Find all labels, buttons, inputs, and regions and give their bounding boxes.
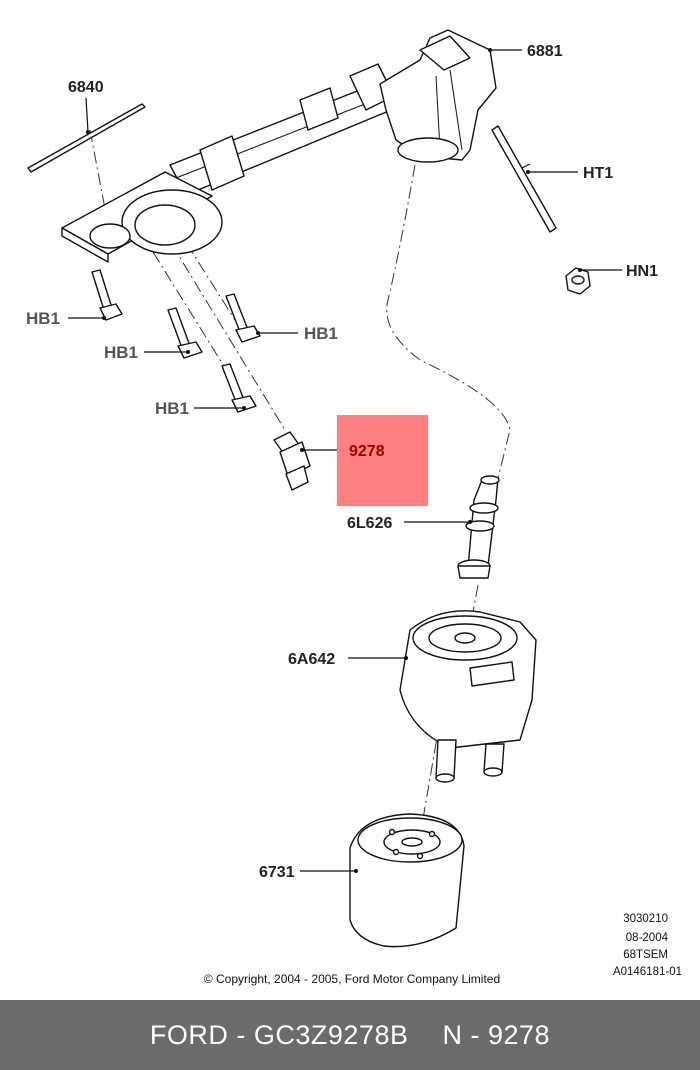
- gasket-6840[interactable]: [27, 103, 146, 173]
- label-9278: 9278: [349, 443, 385, 460]
- exploded-parts-diagram: 6840 6881 HT1 HN1 HB1 HB1 HB1 HB1 9278 6…: [26, 29, 682, 986]
- label-hb1-left: HB1: [26, 309, 60, 328]
- tube-6l626[interactable]: [457, 475, 500, 579]
- oil-pressure-sensor-9278[interactable]: [273, 431, 311, 491]
- bolt-hb1-mid[interactable]: [167, 307, 203, 359]
- copyright-text: © Copyright, 2004 - 2005, Ford Motor Com…: [204, 972, 500, 986]
- label-6881: 6881: [527, 43, 563, 60]
- label-hb1-mid: HB1: [104, 343, 138, 362]
- oil-pump-assembly-6881[interactable]: [61, 29, 497, 263]
- meta-line-4: A0146181-01: [613, 966, 682, 978]
- part-number-footer: FORD - GC3Z9278B N - 9278: [0, 1000, 700, 1070]
- label-6731: 6731: [259, 864, 295, 881]
- bolt-hb1-left[interactable]: [91, 269, 123, 321]
- oil-filter-6731[interactable]: [349, 813, 465, 948]
- oil-cooler-6a642[interactable]: [399, 610, 537, 783]
- label-hb1-right: HB1: [304, 324, 338, 343]
- footer-reference: N - 9278: [442, 1019, 551, 1050]
- label-6840: 6840: [68, 79, 104, 96]
- meta-line-1: 3030210: [623, 913, 668, 925]
- bolt-hb1-right[interactable]: [225, 293, 261, 343]
- stud-ht1[interactable]: [491, 125, 557, 233]
- label-ht1: HT1: [583, 165, 613, 182]
- footer-part-number: FORD - GC3Z9278B: [149, 1019, 409, 1050]
- label-hn1: HN1: [626, 263, 658, 280]
- meta-line-2: 08-2004: [626, 932, 669, 944]
- highlight-box: [337, 415, 428, 506]
- label-6l626: 6L626: [347, 515, 392, 532]
- meta-line-3: 68TSEM: [623, 949, 668, 961]
- label-6a642: 6A642: [288, 651, 335, 668]
- label-hb1-low: HB1: [155, 399, 189, 418]
- bolt-hb1-low[interactable]: [221, 363, 257, 413]
- leader-lines: [68, 48, 622, 873]
- nut-hn1[interactable]: [565, 267, 591, 295]
